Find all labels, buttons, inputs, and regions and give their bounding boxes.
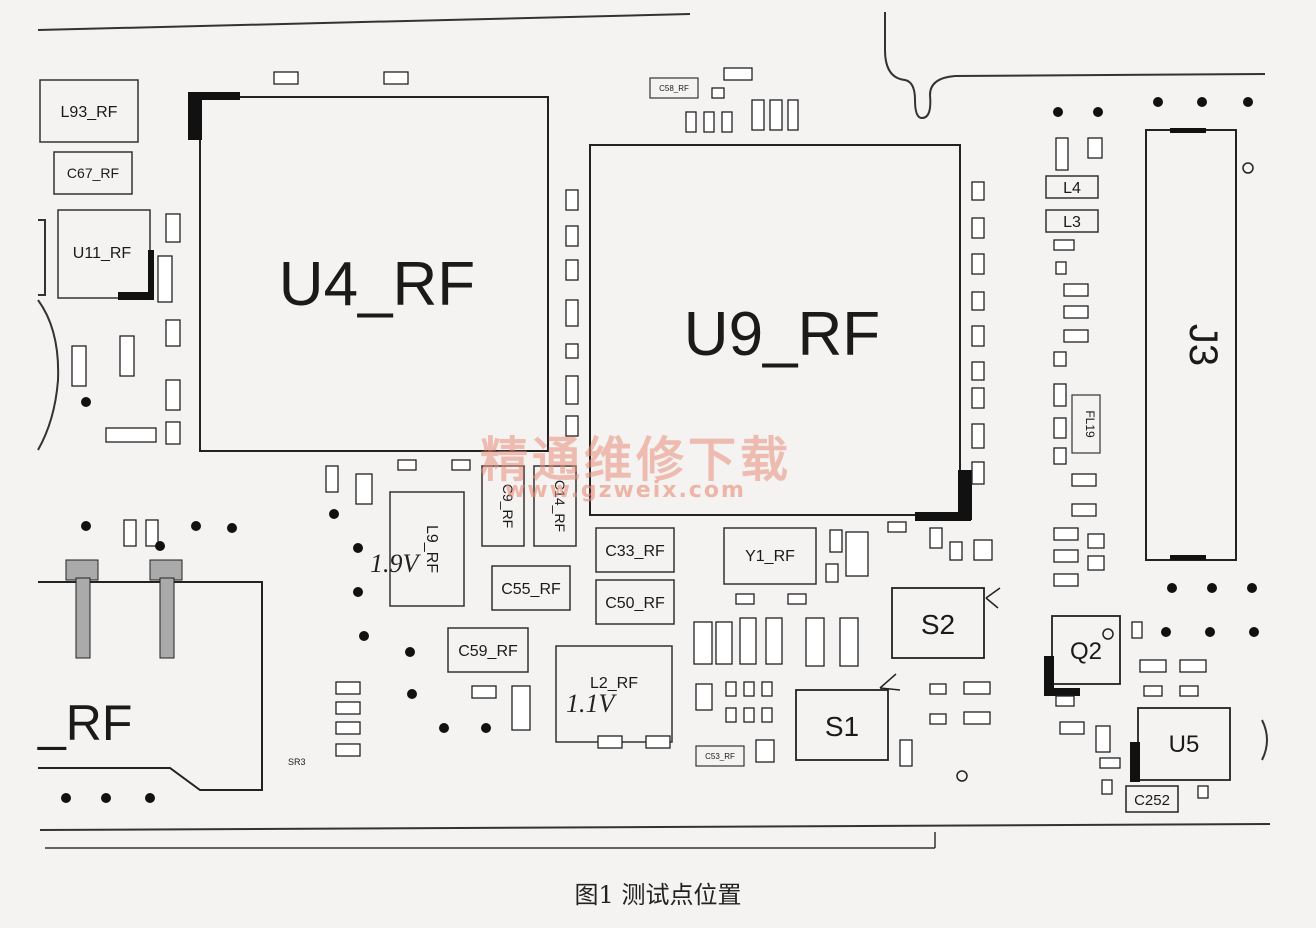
fl19-part: FL19 — [1071, 394, 1101, 454]
c50-part: C50_RF — [595, 579, 675, 625]
q2-label: Q2 — [1070, 638, 1102, 665]
c55-label: C55_RF — [501, 581, 561, 598]
c252-label: C252 — [1134, 792, 1170, 809]
c59-part: C59_RF — [447, 627, 529, 673]
y1-part: Y1_RF — [723, 527, 817, 585]
s1-part: S1 — [795, 673, 901, 761]
rf-module: _RF — [37, 559, 263, 791]
l93-label: L93_RF — [61, 104, 118, 121]
l3-label: L3 — [1063, 214, 1081, 231]
u5-label: U5 — [1169, 731, 1200, 758]
s2-label: S2 — [921, 609, 955, 640]
l2-part: L2_RF 1.1V — [555, 645, 673, 743]
c58-part: C58_RF — [649, 77, 699, 99]
u9-chip: U9_RF — [589, 144, 972, 521]
l93-part: L93_RF — [39, 79, 139, 143]
u5-part: U5 — [1130, 707, 1231, 782]
watermark-text: 精通维修下载 — [480, 432, 793, 488]
l3-part: L3 — [1045, 209, 1099, 233]
l2-voltage-annotation: 1.1V — [566, 689, 618, 718]
s2-part: S2 — [891, 587, 1001, 659]
u4-label: U4_RF — [279, 250, 475, 319]
c59-label: C59_RF — [458, 643, 518, 660]
open-vias — [956, 162, 1254, 782]
figure-caption: 图1 测试点位置 — [574, 881, 742, 909]
pcb-board-diagram: U4_RF U9_RF J3 _RF L93_RF C67_RF U11_RF — [37, 12, 1271, 849]
l9-label: L9_RF — [423, 525, 440, 573]
y1-label: Y1_RF — [745, 548, 795, 565]
u11-label: U11_RF — [73, 245, 132, 262]
q2-part: Q2 — [1044, 615, 1121, 696]
l4-part: L4 — [1045, 175, 1099, 199]
c9-part: C9_RF — [481, 465, 525, 547]
l4-label: L4 — [1063, 180, 1081, 197]
u4-chip: U4_RF — [188, 92, 549, 452]
test-points — [61, 97, 1259, 803]
c14-part: C14_RF — [533, 465, 577, 547]
sr3-label: SR3 — [288, 757, 306, 767]
j3-label: J3 — [1181, 324, 1225, 366]
c33-label: C33_RF — [605, 543, 665, 560]
c14-label: C14_RF — [552, 480, 568, 532]
board-outline — [37, 12, 1271, 849]
c55-part: C55_RF — [491, 565, 571, 611]
watermark-url: www.gzweix.com — [505, 478, 746, 503]
u11-part: U11_RF — [57, 209, 154, 300]
rf-module-label: _RF — [37, 695, 132, 751]
smd-pads — [71, 67, 1209, 799]
c67-part: C67_RF — [53, 151, 133, 195]
c9-label: C9_RF — [500, 484, 516, 528]
u9-label: U9_RF — [684, 300, 880, 369]
c53-part: C53_RF — [695, 745, 745, 767]
c33-part: C33_RF — [595, 527, 675, 573]
c58-label: C58_RF — [659, 84, 689, 93]
l9-voltage-annotation: 1.9V — [370, 549, 422, 578]
s1-label: S1 — [825, 711, 859, 742]
j3-connector: J3 — [1145, 128, 1237, 561]
fl19-label: FL19 — [1083, 410, 1097, 438]
c67-label: C67_RF — [67, 165, 119, 181]
c252-part: C252 — [1125, 785, 1179, 813]
c50-label: C50_RF — [605, 595, 665, 612]
c53-label: C53_RF — [705, 752, 735, 761]
l2-label: L2_RF — [590, 675, 638, 692]
l9-part: L9_RF 1.9V — [370, 491, 465, 607]
